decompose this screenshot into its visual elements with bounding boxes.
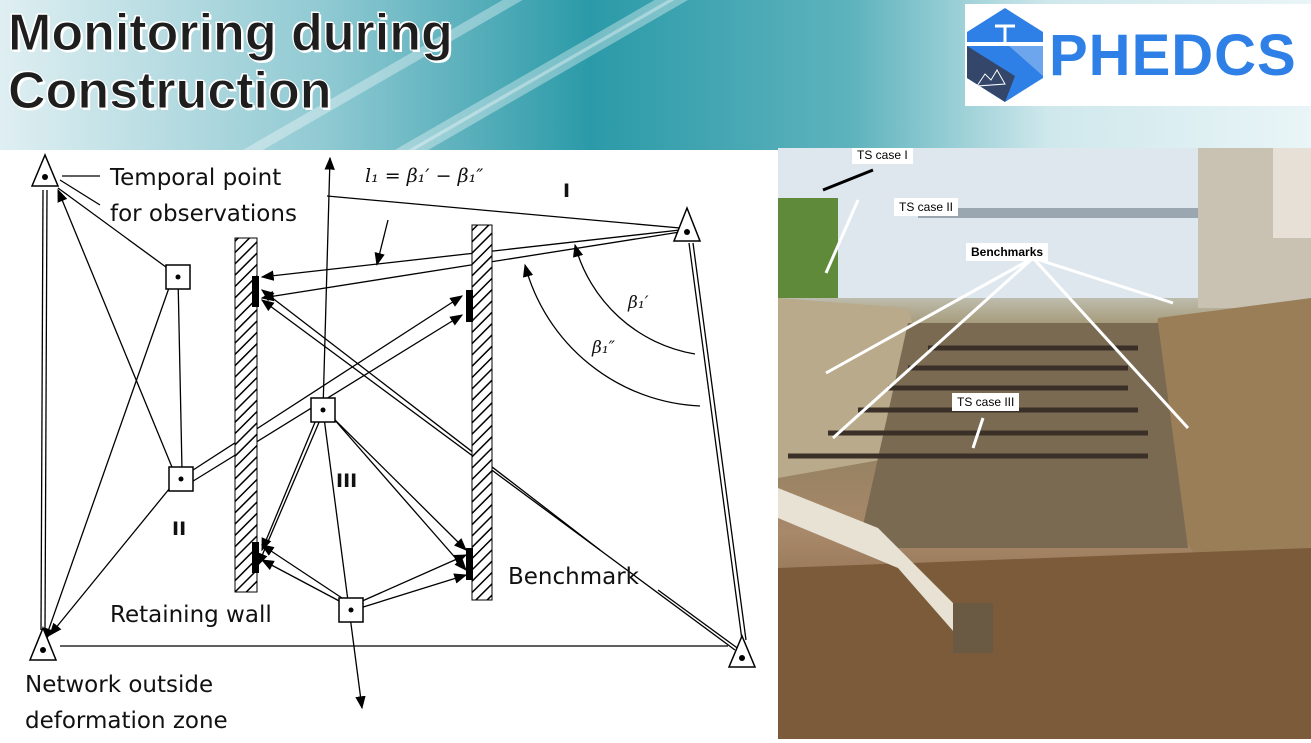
network-label-2: deformation zone xyxy=(25,708,228,734)
network-label: Network outside xyxy=(25,672,214,698)
tag-ts-case-2: TS case II xyxy=(894,198,959,216)
tag-ts-case-3: TS case III xyxy=(952,393,1020,411)
tag-benchmarks: Benchmarks xyxy=(966,243,1049,261)
network-point-triangle xyxy=(30,153,60,187)
benchmark-mark xyxy=(466,290,473,322)
logo-hexagon-icon xyxy=(967,8,1043,102)
tag-ts-case-1: TS case I xyxy=(852,148,913,164)
network-point-triangle xyxy=(672,205,702,242)
temporal-point-label: Temporal point xyxy=(110,165,282,191)
benchmark-mark xyxy=(252,542,259,573)
logo: PHEDCS xyxy=(965,4,1311,106)
retaining-walls xyxy=(234,224,493,601)
slide-header: Monitoring during Construction PHEDCS xyxy=(0,0,1311,150)
benchmark-mark xyxy=(252,276,259,307)
temporal-point-label-2: for observations xyxy=(110,201,297,227)
logo-text: PHEDCS xyxy=(1049,22,1297,88)
slide-title: Monitoring during Construction xyxy=(8,4,454,121)
case-i-label: I xyxy=(563,180,571,202)
diagram-drawing xyxy=(28,153,757,710)
construction-site-photo: TS case I TS case II Benchmarks TS case … xyxy=(778,148,1311,739)
beta1-double-prime-label: β₁″ xyxy=(592,338,615,358)
formula-label: l₁ = β₁′ − β₁″ xyxy=(365,165,484,187)
network-point-triangle xyxy=(28,626,58,661)
title-line-2: Construction xyxy=(8,62,333,121)
monitoring-diagram: l₁ = β₁′ − β₁″ β₁′ β₁″ Temporal point fo… xyxy=(0,150,776,739)
retaining-wall xyxy=(234,237,258,593)
case-ii-label: II xyxy=(172,518,187,540)
benchmark-label: Benchmark xyxy=(508,564,640,590)
case-iii-label: III xyxy=(336,470,358,492)
retaining-wall xyxy=(471,224,493,601)
benchmark-mark xyxy=(466,548,473,580)
beta1-prime-label: β₁′ xyxy=(628,293,649,313)
retaining-wall-label: Retaining wall xyxy=(110,602,272,628)
title-line-1: Monitoring during xyxy=(8,4,454,63)
network-point-triangle xyxy=(727,634,757,668)
photo-drawing xyxy=(778,148,1311,739)
